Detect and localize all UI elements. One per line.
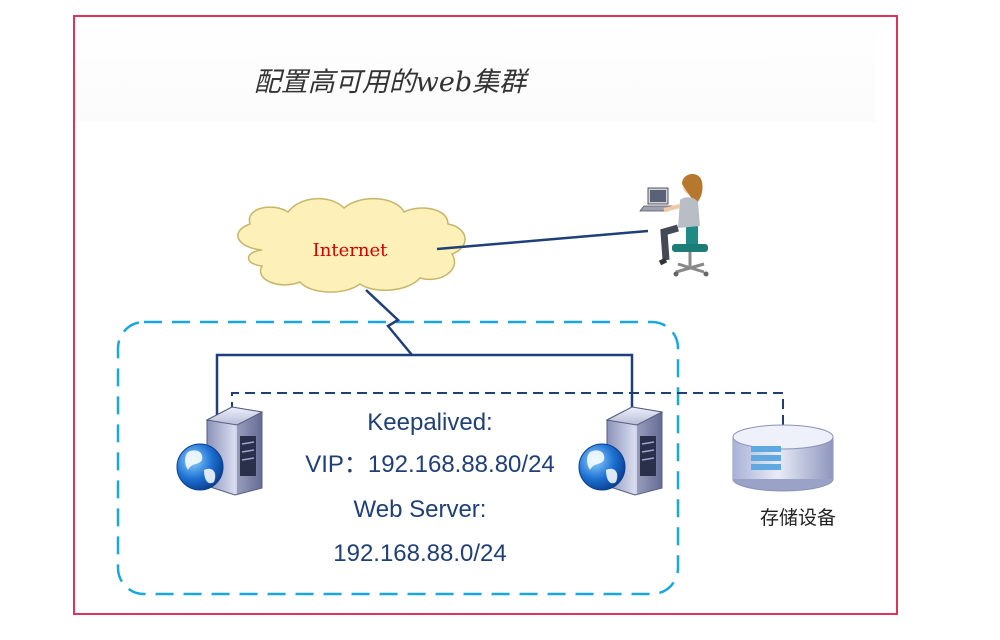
- internet-cluster-link: [365, 289, 413, 356]
- storage-label: 存储设备: [760, 507, 837, 529]
- web-server-label: Web Server:: [353, 496, 487, 523]
- web-server-left-icon: [176, 406, 264, 496]
- cluster-boundary: [116, 320, 680, 596]
- diagram-title: 配置高可用的web集群: [253, 67, 527, 98]
- user-at-laptop-icon: [639, 173, 709, 277]
- internet-user-link: [436, 229, 649, 251]
- cluster-network-bus: [215, 353, 634, 440]
- storage-device-icon: [732, 424, 834, 492]
- internet-cloud-icon: [237, 197, 466, 293]
- network-address: 192.168.88.0/24: [333, 540, 507, 567]
- web-server-right-icon: [578, 406, 664, 496]
- title-band: [75, 17, 875, 122]
- keepalived-label: Keepalived:: [367, 409, 493, 436]
- internet-label: Internet: [312, 240, 388, 261]
- vip-address: VIP：192.168.88.80/24: [305, 451, 555, 478]
- storage-link: [231, 392, 784, 428]
